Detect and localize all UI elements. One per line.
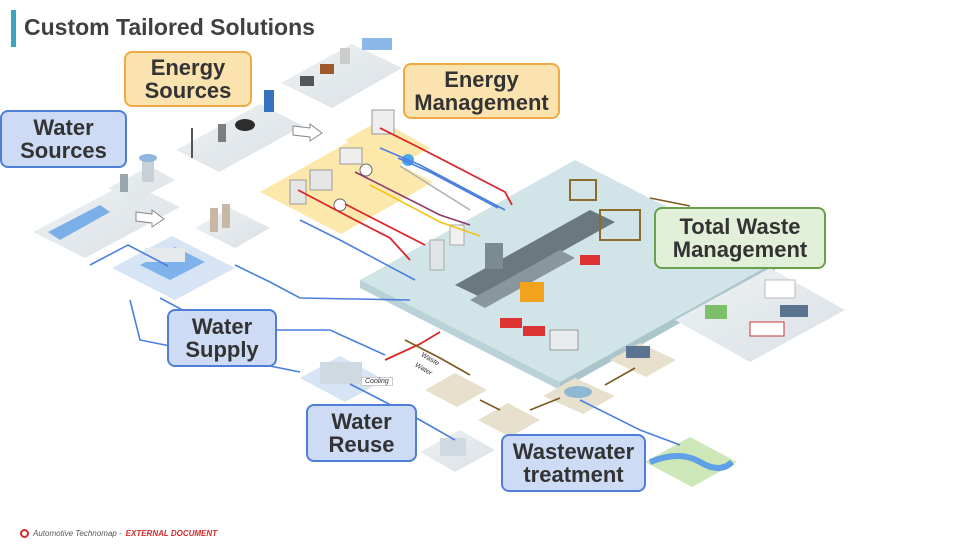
waste-lines xyxy=(404,197,691,411)
label-water-reuse: Water Reuse xyxy=(306,404,417,462)
footer-external-label: EXTERNAL DOCUMENT xyxy=(125,529,218,538)
label-wastewater-treatment: Wastewater treatment xyxy=(501,434,646,492)
footer: Automotive Technomap - EXTERNAL DOCUMENT xyxy=(20,529,217,538)
factory-floor-edge-left xyxy=(360,280,560,390)
assembly-line xyxy=(429,179,641,351)
label-water-supply: Water Supply xyxy=(167,309,277,367)
arrow-energy xyxy=(292,123,323,142)
footer-prefix: Automotive Technomap - xyxy=(33,529,122,538)
river-tile xyxy=(645,437,737,487)
brand-logo-icon xyxy=(20,529,29,538)
label-energy-sources: Energy Sources xyxy=(124,51,252,107)
water-tower-tile xyxy=(108,154,175,202)
arrow-water xyxy=(135,209,165,228)
label-total-waste-management: Total Waste Management xyxy=(654,207,826,269)
label-water-sources: Water Sources xyxy=(0,110,127,168)
energy-source-tile-2 xyxy=(281,44,402,108)
energy-source-tile xyxy=(176,104,303,172)
reuse-tile xyxy=(420,430,495,472)
energy-source-icons xyxy=(191,38,392,158)
waste-management-tile xyxy=(675,268,845,362)
annotation-cooling: Cooling xyxy=(361,377,393,386)
energy-equipment xyxy=(289,109,414,212)
waste-tiles xyxy=(425,343,676,437)
label-energy-management: Energy Management xyxy=(403,63,560,119)
page-title: Custom Tailored Solutions xyxy=(24,14,315,40)
water-source-tile xyxy=(33,182,180,258)
title-accent-bar xyxy=(11,10,16,47)
hot-pipes xyxy=(297,127,513,361)
water-treat-tile xyxy=(195,204,270,248)
energy-lines xyxy=(354,165,481,237)
